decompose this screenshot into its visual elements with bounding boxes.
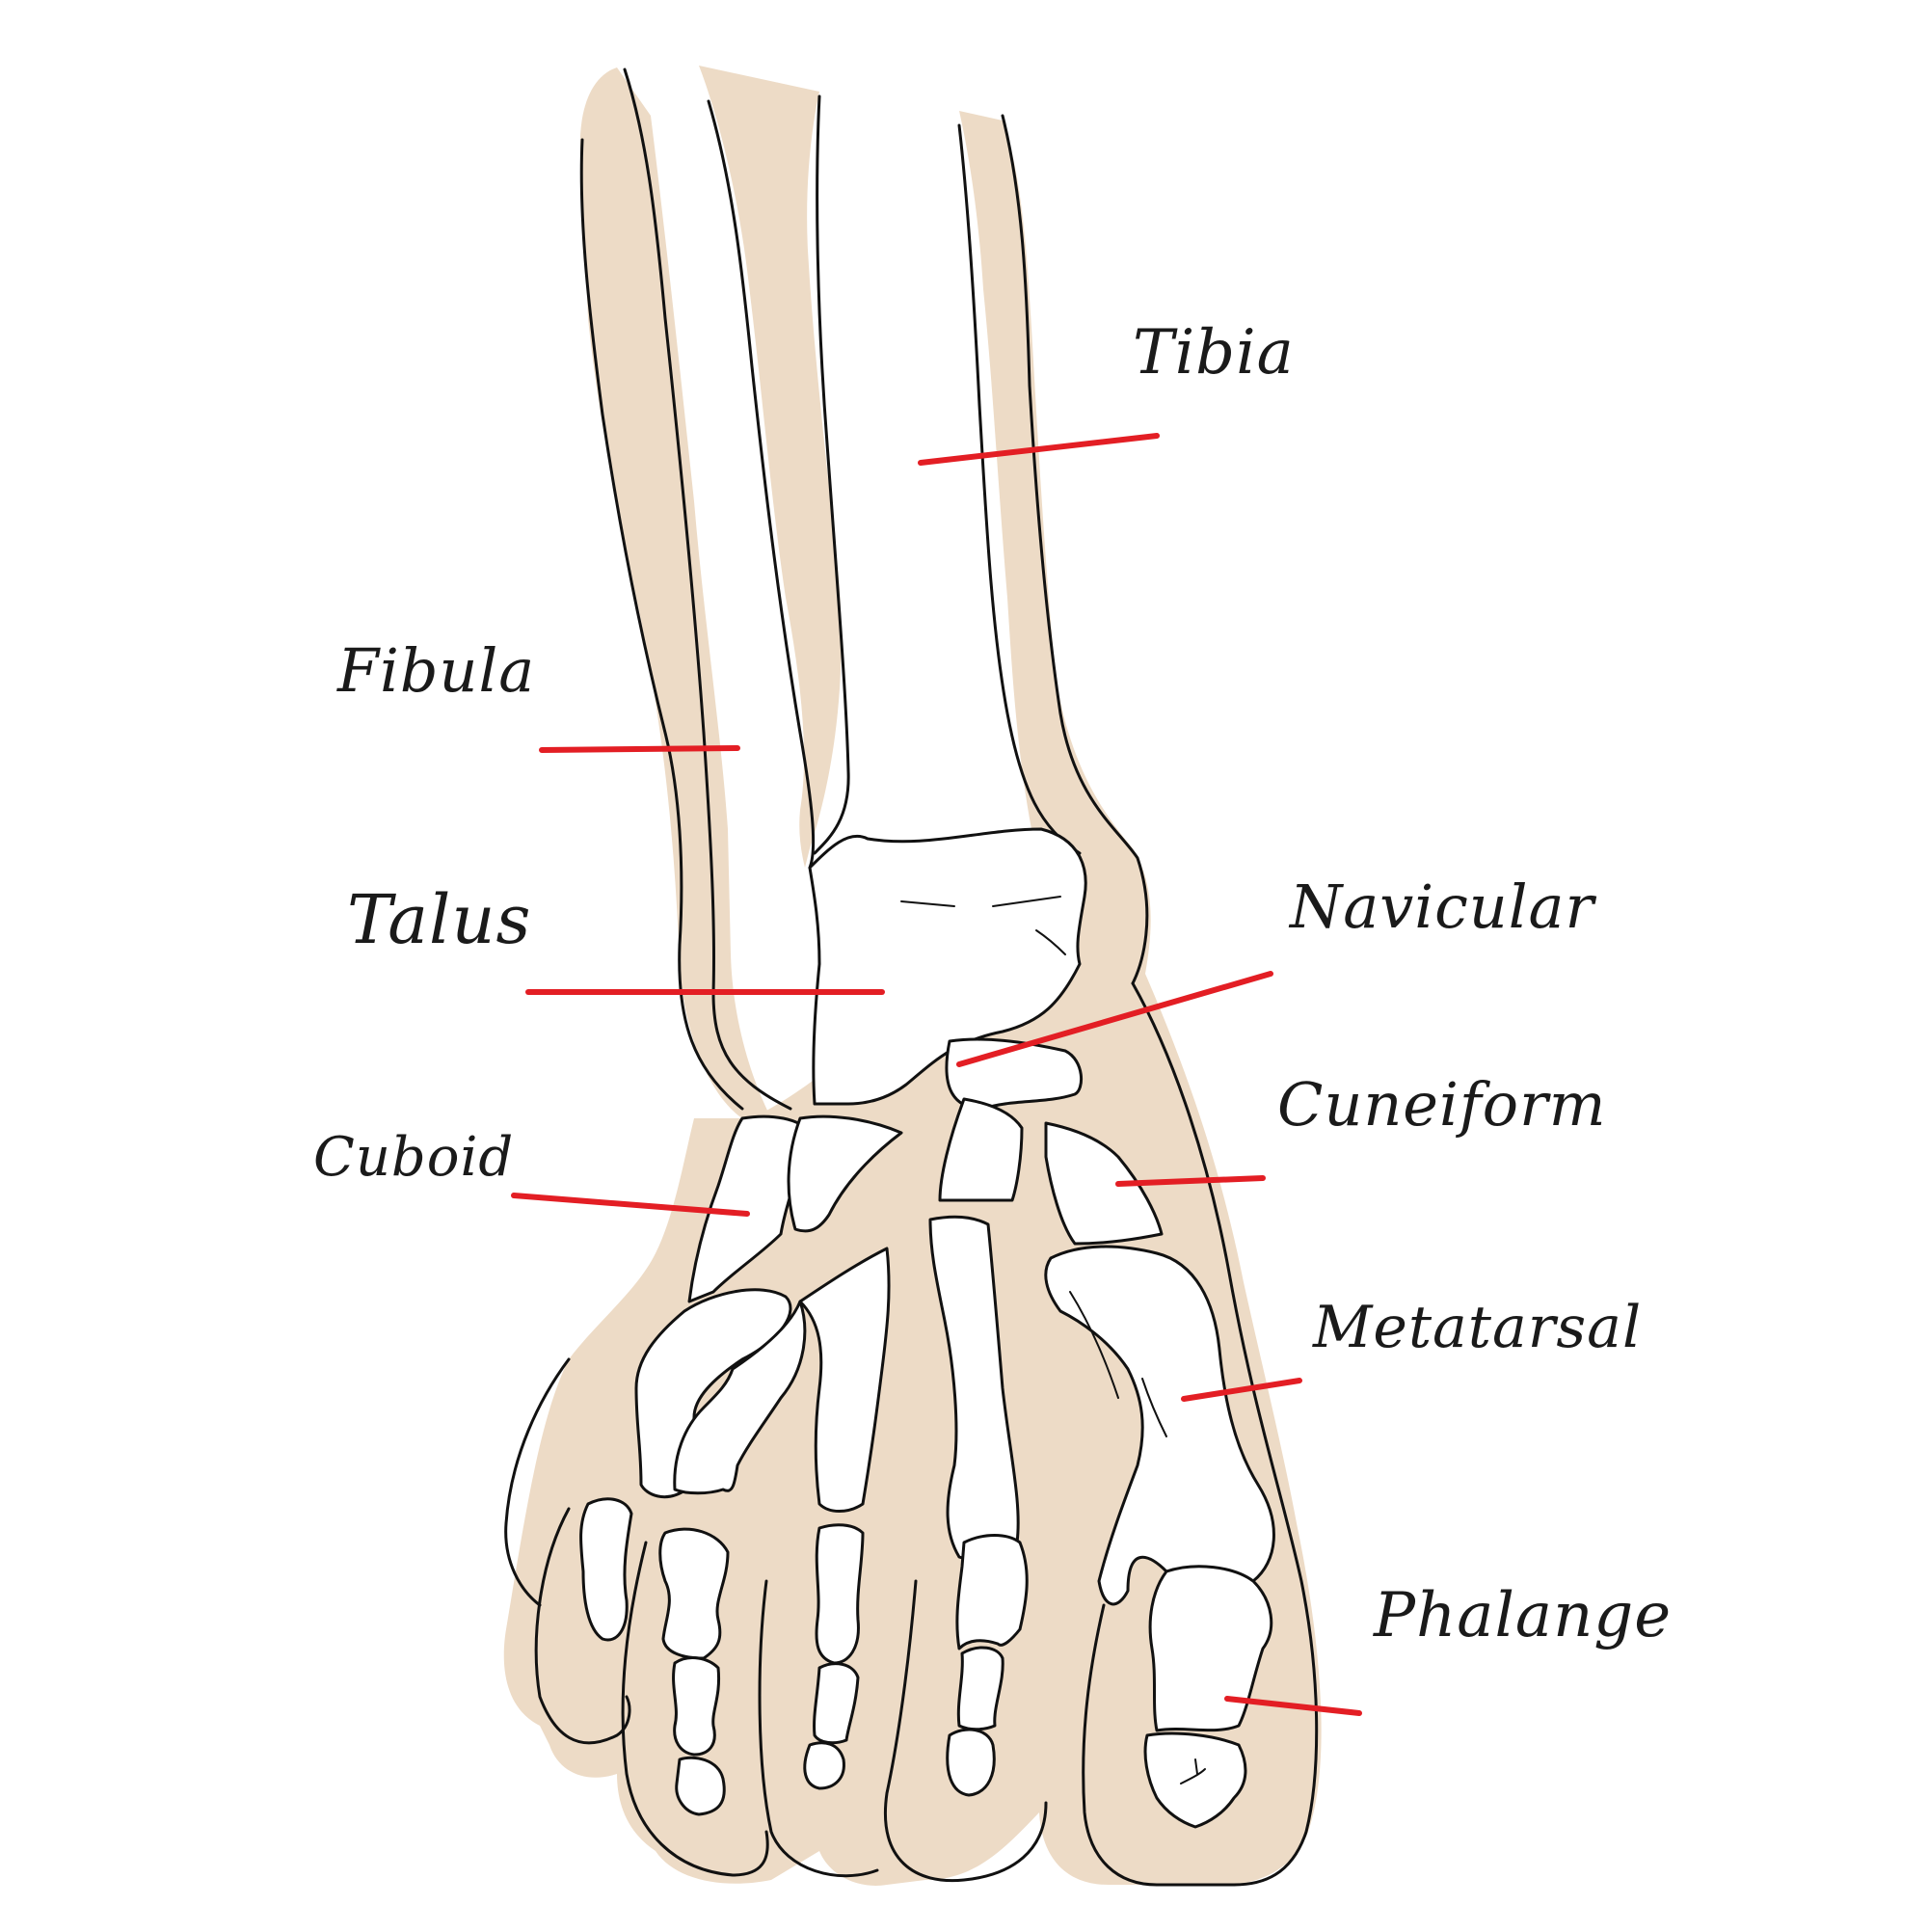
label-tibia: Tibia [1133, 316, 1295, 389]
leader-line-phalange [1224, 1696, 1362, 1716]
leader-line-tibia [918, 433, 1160, 466]
label-fibula: Fibula [337, 635, 536, 707]
leg-outlines [579, 67, 1319, 1887]
leader-line-navicular [956, 971, 1273, 1067]
phalanx-bones [579, 1497, 1273, 1829]
leader-line-cuboid [511, 1193, 750, 1217]
label-navicular: Navicular [1290, 872, 1595, 943]
talus-bone [808, 827, 1087, 1106]
leader-line-fibula [539, 745, 740, 753]
tarsal-bones [687, 1097, 1164, 1303]
label-talus: Talus [347, 880, 532, 959]
toe-outlines [504, 1357, 1236, 1887]
leader-line-metatarsal [1181, 1378, 1302, 1402]
leader-line-cuneiform [1115, 1175, 1266, 1187]
metatarsal-bones [634, 1215, 1275, 1606]
label-cuneiform: Cuneiform [1277, 1069, 1607, 1140]
leader-lines [511, 433, 1362, 1716]
label-metatarsal: Metatarsal [1313, 1294, 1643, 1361]
label-cuboid: Cuboid [313, 1126, 515, 1190]
label-phalange: Phalange [1374, 1579, 1673, 1651]
